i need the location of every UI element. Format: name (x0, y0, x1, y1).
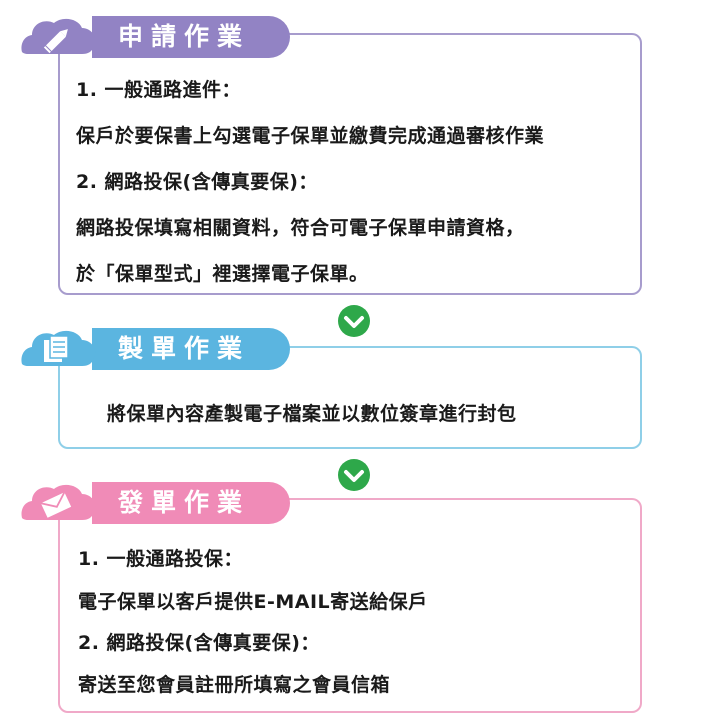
apply-line-3: 2. 網路投保(含傳真要保)： (76, 171, 318, 193)
apply-title: 申請作業 (118, 22, 251, 51)
dispatch-line-3: 2. 網路投保(含傳真要保)： (78, 632, 320, 654)
dispatch-title-tab (92, 482, 290, 524)
apply-section-panel (58, 33, 642, 295)
production-line-1: 將保單內容產製電子檔案並以數位簽章進行封包 (107, 403, 517, 425)
dispatch-title: 發單作業 (118, 488, 251, 517)
check-icon-1 (336, 303, 372, 339)
apply-line-1: 1. 一般通路進件： (76, 79, 242, 101)
envelope-icon (18, 480, 98, 524)
apply-line-4: 網路投保填寫相關資料，符合可電子保單申請資格， (76, 217, 525, 239)
dispatch-line-1: 1. 一般通路投保： (78, 548, 244, 570)
production-title: 製單作業 (118, 334, 251, 363)
dispatch-line-2: 電子保單以客戶提供E-MAIL寄送給保戶 (78, 591, 428, 613)
document-icon (18, 326, 98, 370)
apply-line-2: 保戶於要保書上勾選電子保單並繳費完成通過審核作業 (76, 125, 545, 147)
production-title-tab (92, 328, 290, 370)
dispatch-section-panel (58, 498, 642, 713)
check-icon-2 (336, 457, 372, 493)
apply-title-tab (92, 16, 290, 58)
dispatch-line-4: 寄送至您會員註冊所填寫之會員信箱 (78, 674, 391, 696)
apply-line-5: 於「保單型式」裡選擇電子保單。 (76, 263, 369, 285)
pencil-icon (18, 14, 98, 58)
